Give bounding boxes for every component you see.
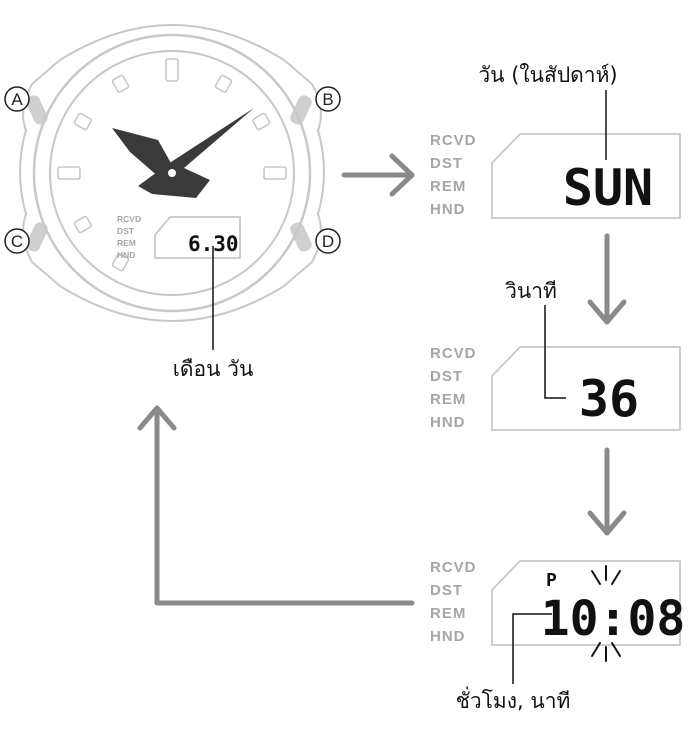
arrow-day-to-seconds [587, 233, 627, 325]
screen-seconds-indicator-hnd: HND [430, 414, 466, 431]
flash-marks [591, 565, 621, 662]
button-a[interactable]: A [4, 86, 30, 112]
watch-indicator-dst: DST [117, 226, 135, 236]
screen-day-label: วัน (ในสัปดาห์) [478, 63, 617, 87]
screen-seconds-label: วินาที [505, 279, 557, 303]
hour-marker [73, 112, 92, 131]
screen-day-indicator-rem: REM [430, 178, 466, 195]
screen-time-pm: P [546, 570, 557, 591]
screen-day-indicator-dst: DST [430, 155, 463, 172]
hour-marker [214, 74, 233, 93]
hand-pivot [166, 167, 178, 179]
screen-day-indicator-hnd: HND [430, 201, 466, 218]
hour-marker [57, 166, 81, 180]
arrow-watch-to-day [341, 153, 415, 197]
screen-day: RCVD DST REM HND SUN วัน (ในสัปดาห์) [430, 63, 681, 219]
hour-marker [111, 74, 130, 93]
button-d-circle [315, 228, 341, 254]
button-d[interactable]: D [315, 228, 341, 254]
button-c-stub [26, 222, 48, 252]
dial [49, 50, 295, 296]
arrow-time-to-watch [137, 405, 415, 606]
watch-indicator-rcvd: RCVD [117, 214, 141, 224]
screen-day-value: SUN [563, 159, 653, 217]
screen-time-indicator-rcvd: RCVD [430, 559, 477, 576]
arrow-seconds-to-time [587, 447, 627, 536]
screen-day-indicator-rcvd: RCVD [430, 132, 477, 149]
watch-label: เดือน วัน [173, 357, 254, 381]
screen-time-label: ชั่วโมง, นาที [456, 686, 571, 713]
screen-time-indicator-hnd: HND [430, 628, 466, 645]
button-a-label: A [11, 90, 23, 109]
hour-marker [111, 253, 130, 272]
watch-indicator-rem: REM [117, 238, 136, 248]
screen-time-window [491, 560, 681, 646]
hour-marker [252, 112, 271, 131]
screen-time: RCVD DST REM HND P 10:08 ชั่วโมง, นาที [430, 559, 685, 713]
watch-lcd-window [154, 216, 241, 259]
hour-marker [73, 215, 92, 234]
screen-seconds-indicator-rcvd: RCVD [430, 345, 477, 362]
watch-indicator-hnd: HND [117, 250, 135, 260]
button-c-circle [4, 228, 30, 254]
screen-day-window [491, 133, 681, 219]
hour-markers [57, 58, 287, 272]
button-b-circle [315, 86, 341, 112]
watch: RCVD DST REM HND 6.30 A B C D เดือน วัน [4, 24, 341, 381]
hour-marker [165, 58, 179, 82]
screen-seconds-window [491, 346, 681, 431]
screen-time-value: 10:08 [541, 591, 686, 647]
button-d-label: D [322, 232, 334, 251]
button-d-stub [290, 222, 312, 252]
button-c[interactable]: C [4, 228, 30, 254]
screen-time-leader [512, 613, 552, 684]
screen-time-indicator-dst: DST [430, 582, 463, 599]
screen-time-indicator-rem: REM [430, 605, 466, 622]
screen-seconds-leader [544, 305, 566, 399]
screen-seconds-indicator-dst: DST [430, 368, 463, 385]
watch-case [19, 24, 325, 322]
button-a-circle [4, 86, 30, 112]
button-b-label: B [322, 90, 333, 109]
button-b-stub [290, 95, 312, 125]
bezel-outer [32, 33, 312, 313]
screen-seconds: RCVD DST REM HND 36 วินาที [430, 279, 681, 431]
screen-seconds-indicator-rem: REM [430, 391, 466, 408]
hour-hand [112, 128, 176, 178]
hour-marker [263, 166, 287, 180]
button-a-stub [26, 95, 48, 125]
screen-seconds-value: 36 [579, 370, 639, 428]
button-c-label: C [11, 232, 23, 251]
flow-arrows [137, 153, 627, 606]
button-b[interactable]: B [315, 86, 341, 112]
